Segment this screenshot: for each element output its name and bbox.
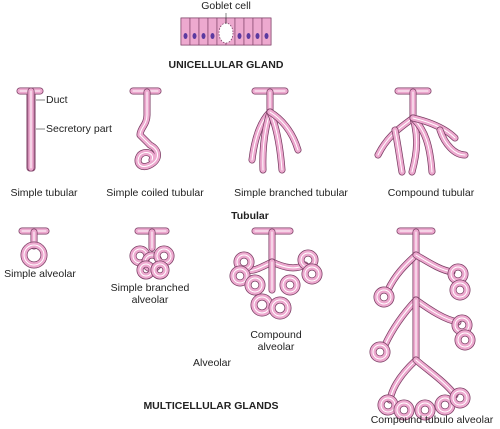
cell-nucleus <box>183 33 188 39</box>
epithelial-cell <box>207 17 218 46</box>
multicellular-glands-heading: MULTICELLULAR GLANDS <box>143 400 279 412</box>
simple-branched-alveolar-label-1: Simple branched <box>110 282 190 294</box>
epithelial-cell <box>243 17 254 46</box>
simple-alveolar-gland <box>18 227 50 269</box>
simple-coiled-tubular-gland <box>129 87 162 171</box>
cell-nucleus <box>192 33 197 39</box>
compound-tubular-gland <box>374 87 469 176</box>
simple-branched-tubular-label: Simple branched tubular <box>234 187 348 199</box>
goblet-cell-label: Goblet cell <box>201 0 251 12</box>
cell-nucleus <box>237 33 242 39</box>
simple-branched-tubular-gland <box>248 87 302 174</box>
alveolar-heading: Alveolar <box>193 357 231 369</box>
epithelial-cell <box>234 17 245 46</box>
unicellular-gland-heading: UNICELLULAR GLAND <box>168 59 284 71</box>
unicellular-gland-illustration <box>180 13 272 46</box>
epithelial-cell <box>180 17 191 46</box>
epithelial-cell <box>252 17 263 46</box>
cell-nucleus <box>246 33 251 39</box>
simple-coiled-tubular-label: Simple coiled tubular <box>106 187 204 199</box>
compound-alveolar-label-2: alveolar <box>257 341 295 353</box>
epithelial-cell <box>261 17 272 46</box>
cell-nucleus <box>201 33 206 39</box>
goblet-cell <box>218 22 234 44</box>
simple-tubular-gland <box>16 87 45 172</box>
compound-alveolar-label-1: Compound <box>250 329 302 341</box>
epithelial-cell <box>198 17 209 46</box>
secretory-part-label: Secretory part <box>46 123 112 135</box>
simple-branched-alveolar-gland <box>129 227 175 280</box>
tubular-heading: Tubular <box>231 210 269 222</box>
cell-nucleus <box>255 33 260 39</box>
cell-nucleus <box>264 33 269 39</box>
simple-branched-alveolar-label-2: alveolar <box>131 294 169 306</box>
compound-tubulo-alveolar-gland <box>369 227 476 421</box>
compound-alveolar-gland <box>229 227 323 320</box>
duct-label: Duct <box>46 94 68 106</box>
simple-tubular-label: Simple tubular <box>10 187 78 199</box>
compound-tubulo-alveolar-label: Compound tubulo alveolar <box>370 414 494 426</box>
compound-tubular-label: Compound tubular <box>387 187 475 199</box>
simple-alveolar-label: Simple alveolar <box>4 268 76 280</box>
epithelial-cell <box>189 17 200 46</box>
cell-nucleus <box>210 33 215 39</box>
